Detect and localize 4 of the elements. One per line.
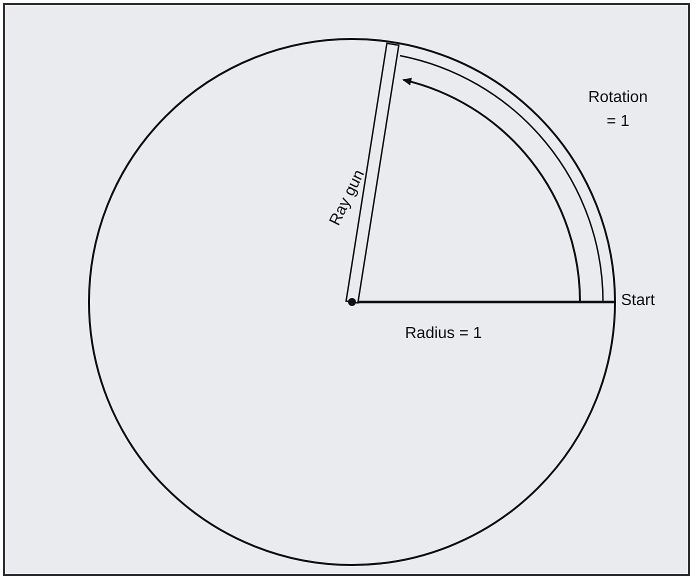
- label-text: Rotation = 1: [587, 88, 649, 132]
- gun-label: Ray gun: [326, 166, 370, 230]
- label-text: Radius = 1: [405, 324, 482, 344]
- label-text: Start: [621, 291, 655, 311]
